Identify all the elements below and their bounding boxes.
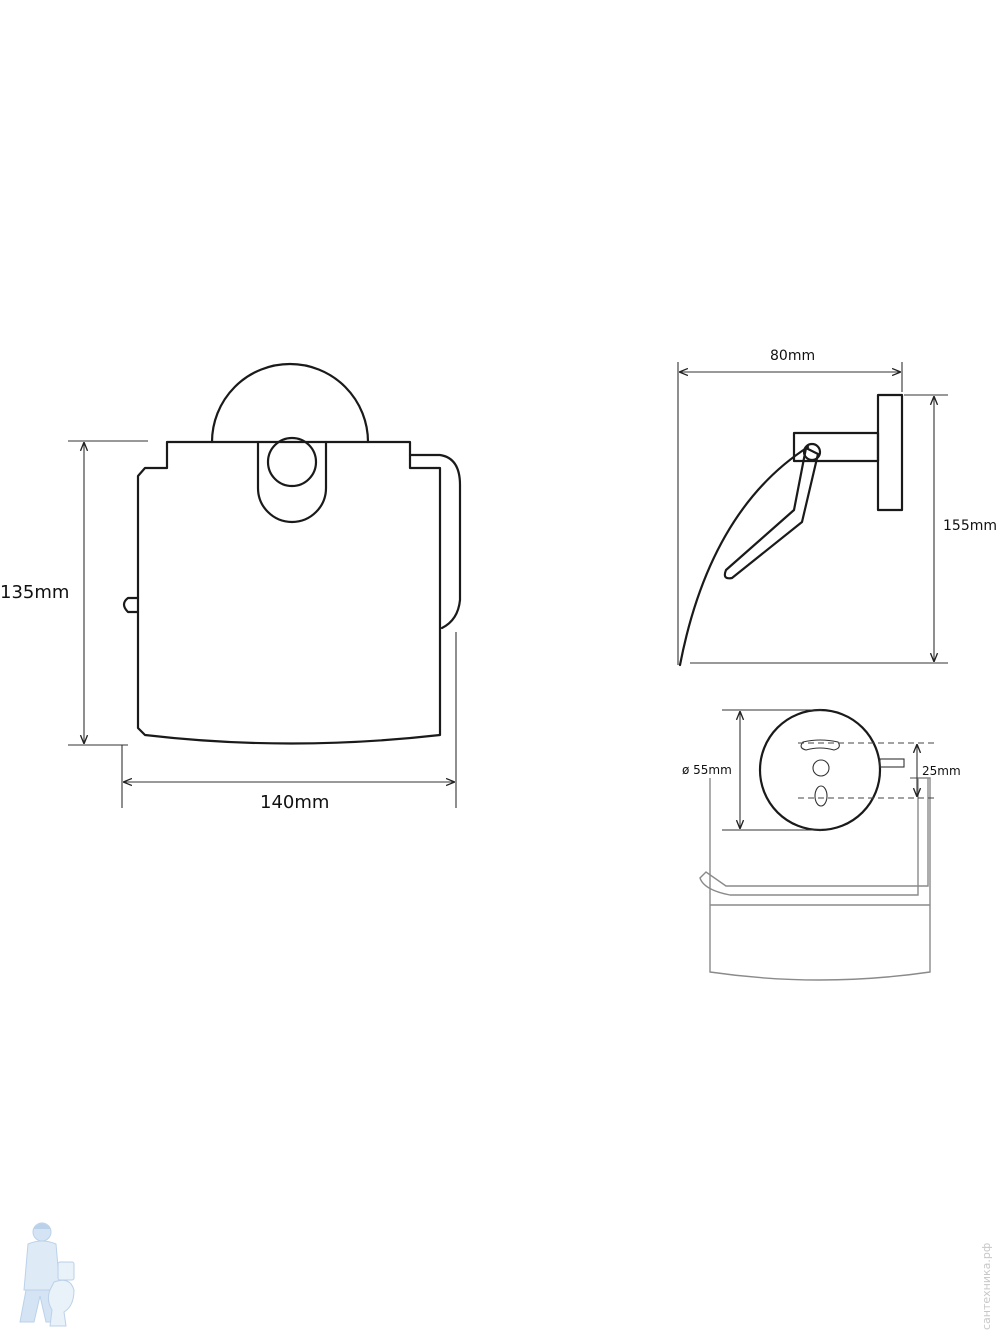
- mounting-side-tab: [879, 758, 905, 768]
- mounting-view: ø 55mm 25mm: [682, 708, 961, 981]
- mounting-cover-outline: [709, 777, 931, 981]
- side-curved-cover: [678, 445, 810, 667]
- mounting-flange: [758, 708, 882, 832]
- width-label: 140mm: [260, 792, 329, 813]
- spacing-label: 25mm: [922, 764, 961, 778]
- diameter-label: ø 55mm: [682, 763, 732, 777]
- front-center-knob: [266, 436, 318, 488]
- plumber-logo: [19, 1222, 75, 1327]
- side-view: 80mm 155mm: [677, 348, 997, 667]
- front-left-hook: [122, 596, 140, 614]
- front-wall-flange: [210, 362, 370, 444]
- mounting-top-slot: [800, 739, 840, 751]
- mounting-center-hole: [812, 759, 830, 777]
- side-arm: [792, 431, 880, 463]
- front-roll-arm: [408, 453, 462, 630]
- side-pivot: [802, 442, 822, 462]
- mounting-roll-bar: [699, 778, 929, 896]
- front-cover: [136, 440, 442, 745]
- side-wall-plate: [876, 393, 904, 512]
- side-height-label: 155mm: [943, 518, 997, 534]
- mounting-keyhole: [814, 785, 828, 807]
- side-roll-bar: [723, 446, 820, 580]
- height-label: 135mm: [0, 582, 69, 603]
- depth-label: 80mm: [770, 348, 815, 364]
- front-center-slot: [256, 440, 328, 524]
- site-watermark: сантехника.рф: [980, 1243, 993, 1330]
- front-view: 135mm 140mm: [0, 362, 462, 813]
